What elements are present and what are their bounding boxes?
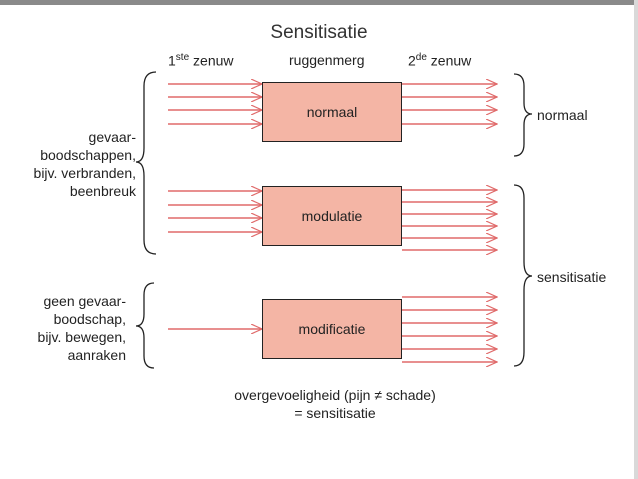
brace-sensitisation <box>513 184 533 367</box>
label-no-danger-line: boodschap, <box>53 311 126 327</box>
label-no-danger-message: geen gevaar- boodschap, bijv. bewegen, a… <box>14 292 126 364</box>
box-modification: modificatie <box>262 299 402 359</box>
label-danger-line: gevaar- <box>88 129 136 145</box>
header-first-nerve: 1ste zenuw <box>168 52 234 69</box>
right-edge <box>634 0 638 479</box>
header-second-nerve: 2de zenuw <box>408 52 472 69</box>
label-no-danger-line: geen gevaar- <box>43 293 126 309</box>
caption-line-1: overgevoeligheid (pijn ≠ schade) <box>234 387 436 403</box>
label-normal-outcome: normaal <box>537 107 588 123</box>
header-spinal-cord: ruggenmerg <box>289 52 365 68</box>
brace-no-danger <box>135 282 155 369</box>
label-danger-messages: gevaar- boodschappen, bijv. verbranden, … <box>14 128 136 200</box>
brace-normal <box>513 73 533 157</box>
label-no-danger-line: aanraken <box>67 347 126 363</box>
label-no-danger-line: bijv. bewegen, <box>37 329 126 345</box>
label-danger-line: beenbreuk <box>69 183 136 199</box>
label-danger-line: bijv. verbranden, <box>33 165 136 181</box>
box-normal: normaal <box>262 82 402 142</box>
diagram-title: Sensitisatie <box>270 22 368 43</box>
box-modulation: modulatie <box>262 186 402 246</box>
label-sensitisation-outcome: sensitisatie <box>537 269 607 285</box>
caption: overgevoeligheid (pijn ≠ schade) = sensi… <box>200 386 470 422</box>
brace-danger <box>135 71 157 255</box>
label-danger-line: boodschappen, <box>40 147 136 163</box>
top-border <box>0 0 638 5</box>
caption-line-2: = sensitisatie <box>294 405 376 421</box>
